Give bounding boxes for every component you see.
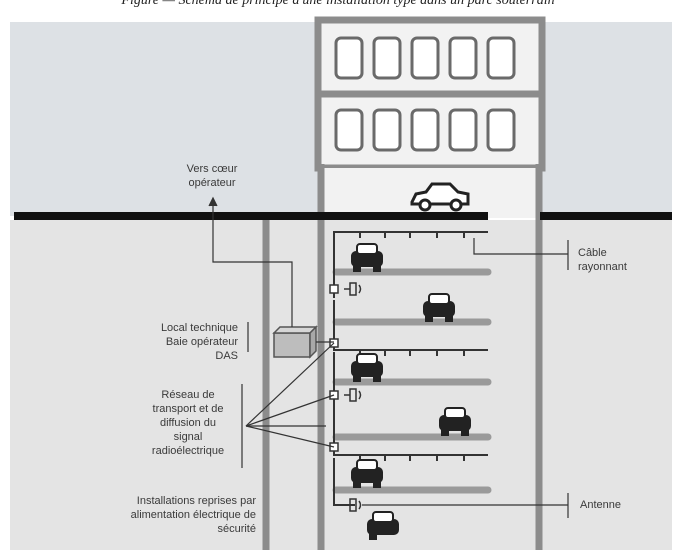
label-vers-coeur: Vers cœur opérateur [170,162,254,190]
label-cable-rayonnant: Câble rayonnant [578,246,668,274]
label-local-line2: Baie opérateur [165,336,238,348]
parking-slabs [332,268,492,494]
label-cable-line2: rayonnant [578,261,627,273]
label-vers-coeur-line1: Vers cœur [186,163,238,175]
label-reseau-transport: Réseau de transport et de diffusion du s… [140,388,236,458]
figure-caption: Figure — Schéma de principe d'une instal… [121,0,555,8]
label-install-line3: sécurité [217,523,256,535]
label-reseau-line2: transport et de [152,403,224,415]
car-icon [410,182,470,212]
label-reseau-line5: radioélectrique [151,445,225,457]
label-install-line1: Installations reprises par [136,495,256,507]
label-antenne-text: Antenne [580,499,621,511]
label-antenne: Antenne [580,498,660,512]
label-reseau-line3: diffusion du [159,417,217,429]
connector-lines [208,196,569,518]
antenna-icon [344,282,362,512]
label-local-technique: Local technique Baie opérateur DAS [120,321,238,363]
car-icon [351,243,471,540]
label-local-line3: DAS [215,350,238,362]
window-icon [334,36,516,152]
equipment-box-icon [272,325,318,359]
label-local-line1: Local technique [160,322,238,334]
label-cable-line1: Câble [578,247,607,259]
label-reseau-line4: signal [173,431,203,443]
label-installations: Installations reprises par alimentation … [60,494,256,536]
label-reseau-line1: Réseau de [161,389,215,401]
label-vers-coeur-line2: opérateur [188,177,236,189]
label-install-line2: alimentation électrique de [130,509,256,521]
